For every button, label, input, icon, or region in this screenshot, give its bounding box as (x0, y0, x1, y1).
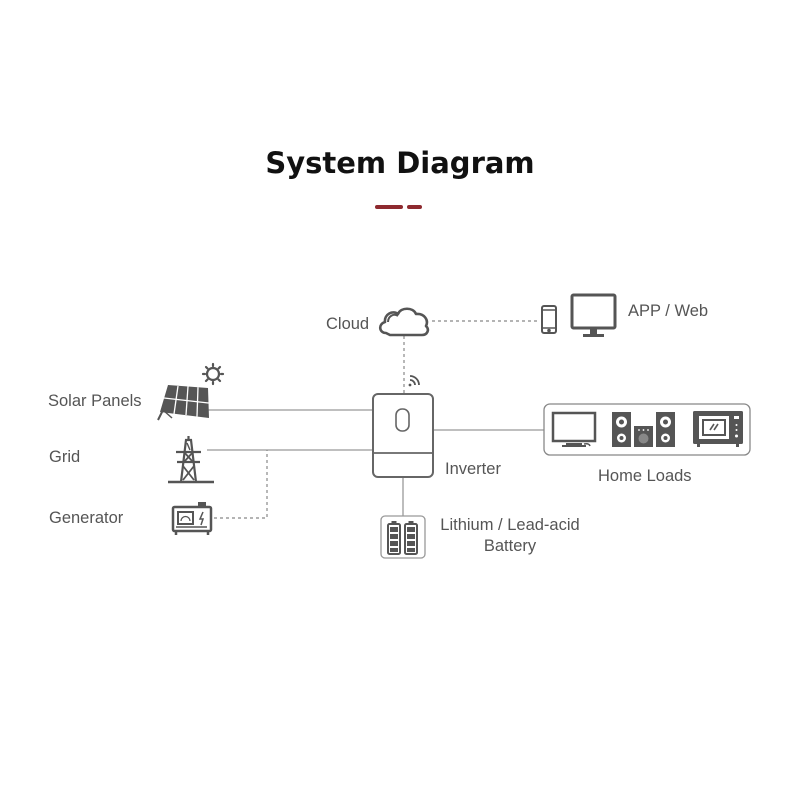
cloud-icon (378, 307, 430, 337)
battery-label-line2: Battery (483, 537, 537, 555)
monitor-icon (570, 293, 617, 337)
title-accent-bar-short (407, 205, 422, 209)
solar-panels-label: Solar Panels (48, 392, 142, 410)
tv-icon (551, 411, 597, 447)
connection-generator-grid (214, 450, 268, 519)
sun-gear-icon (201, 362, 225, 386)
home-loads-label: Home Loads (598, 467, 692, 485)
inverter-icon (372, 393, 434, 478)
smartphone-icon (541, 305, 557, 334)
cloud-label: Cloud (326, 315, 370, 333)
microwave-icon (693, 411, 743, 447)
grid-label: Grid (49, 448, 81, 466)
speakers-icon (612, 412, 675, 447)
generator-icon (171, 502, 213, 535)
title-accent-bar (375, 205, 403, 209)
inverter-label: Inverter (445, 460, 501, 478)
power-tower-icon (168, 436, 214, 484)
app-web-label: APP / Web (628, 302, 709, 320)
battery-icon (380, 515, 426, 559)
page-title: System Diagram (265, 146, 535, 180)
solar-panel-icon (157, 385, 209, 421)
wifi-icon (408, 375, 420, 387)
connections (207, 320, 545, 519)
battery-label-line1: Lithium / Lead-acid (440, 516, 580, 534)
generator-label: Generator (49, 509, 124, 527)
